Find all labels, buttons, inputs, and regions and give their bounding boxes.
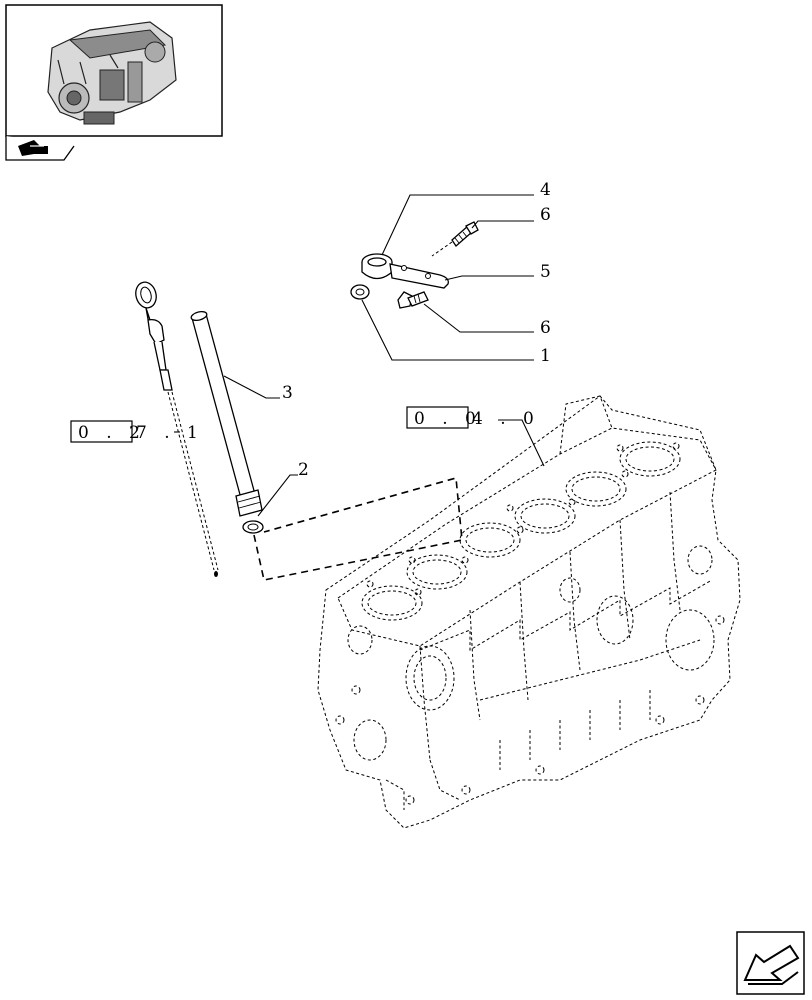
sealing-ring-part: [242, 520, 264, 534]
bracket-clamp-part: [361, 253, 449, 289]
reference-027-1[interactable]: 0 . 2 7 . 1: [70, 420, 204, 443]
part-label-2: 2: [298, 460, 309, 480]
assembly-path-line: [253, 476, 463, 581]
svg-text:6: 6: [540, 205, 551, 225]
svg-text:7 . 1: 7 . 1: [136, 423, 204, 443]
svg-text:4 . 0: 4 . 0: [472, 409, 540, 429]
svg-text:3: 3: [282, 383, 293, 403]
next-page-button[interactable]: [736, 931, 805, 995]
dipstick-part: [135, 281, 219, 577]
part-label-1: 1: [540, 346, 551, 366]
reference-004-0[interactable]: 0 . 0 4 . 0: [406, 406, 545, 467]
part-label-3: 3: [282, 383, 293, 403]
back-arrow-icon[interactable]: [18, 140, 48, 156]
svg-text:1: 1: [540, 346, 551, 366]
bolt-lower-part: [397, 291, 429, 309]
part-label-4: 4: [540, 180, 551, 200]
svg-text:5: 5: [540, 262, 551, 282]
part-label-6-upper: 6: [540, 205, 551, 225]
engine-block-phantom: [317, 395, 741, 829]
svg-text:2: 2: [298, 460, 309, 480]
part-label-5: 5: [540, 262, 551, 282]
bolt-upper-part: [431, 221, 479, 257]
svg-text:0 . 0: 0 . 0: [414, 409, 482, 429]
engine-thumbnail[interactable]: [5, 4, 223, 161]
guide-tube-part: [190, 310, 263, 517]
svg-text:6: 6: [540, 318, 551, 338]
next-page-arrow-icon: [743, 944, 800, 985]
part-label-6-lower: 6: [540, 318, 551, 338]
svg-text:4: 4: [540, 180, 551, 200]
nut-part: [350, 284, 370, 300]
engine-thumbnail-icon: [47, 21, 177, 125]
svg-text:0 . 2: 0 . 2: [78, 423, 146, 443]
